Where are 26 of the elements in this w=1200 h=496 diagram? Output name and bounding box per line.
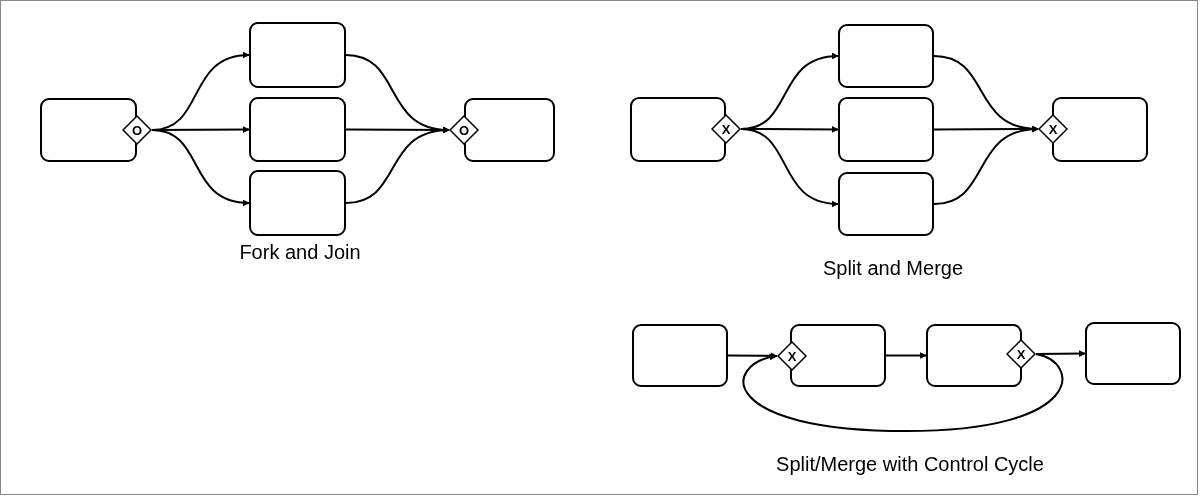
task-box [249,97,346,162]
gateway-diamond: X [711,114,741,144]
arrow [1035,350,1086,358]
task-box [249,170,346,236]
diagram-caption: Fork and Join [238,240,362,265]
diagram-caption: Split/Merge with Control Cycle [775,452,1045,477]
diagram-caption: Split and Merge [821,256,965,281]
arrow [742,353,1064,432]
arrow [933,126,1039,205]
gateway-diamond: X [777,341,807,371]
task-box [838,24,934,88]
gateway-diamond: X [1038,114,1068,144]
arrow [885,352,927,359]
gateway-diamond: O [122,115,152,145]
task-box [838,172,934,236]
task-box [632,324,728,387]
task-box [249,22,346,88]
task-box [790,324,886,387]
gateway-diamond: X [1006,339,1036,369]
arrow [345,127,450,204]
arrow [727,352,778,360]
arrow [151,129,250,206]
gateway-diamond: O [449,115,479,145]
arrow [740,128,839,207]
task-box [838,97,934,162]
task-box [1085,322,1181,385]
